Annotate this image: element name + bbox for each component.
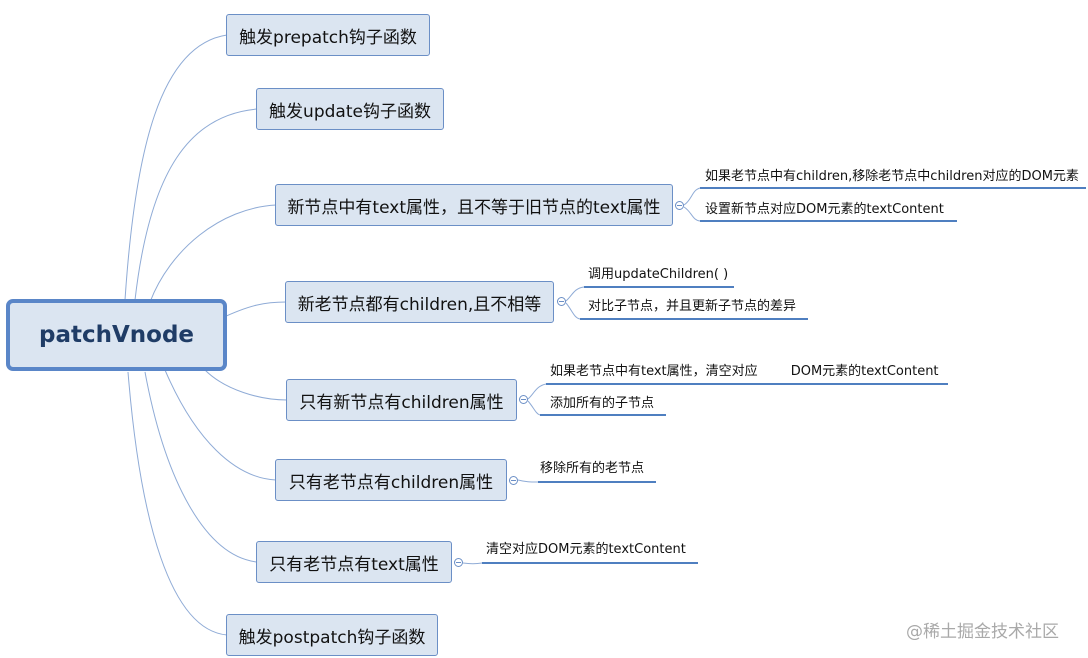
leaf-text: 清空对应DOM元素的textContent <box>486 542 686 557</box>
branch-label: 新节点中有text属性，且不等于旧节点的text属性 <box>287 197 661 218</box>
connector-leaf-7-1 <box>462 562 483 565</box>
connector-branch-7 <box>144 371 258 563</box>
branch-label: 新老节点都有children,且不相等 <box>297 294 542 315</box>
connector-leaf-3-2 <box>683 206 701 222</box>
collapse-toggle-icon[interactable] <box>519 395 528 404</box>
branch-label: 只有老节点有text属性 <box>269 554 439 575</box>
connector-branch-5 <box>204 369 288 401</box>
connector-leaf-6-1 <box>517 479 539 483</box>
branch-node-old-text[interactable]: 只有老节点有text属性 <box>256 541 452 583</box>
branch-label: 触发update钩子函数 <box>269 101 431 122</box>
leaf-text: 设置新节点对应DOM元素的textContent <box>705 202 944 217</box>
branch-label: 只有新节点有children属性 <box>299 392 504 413</box>
leaf-text: 对比子节点，并且更新子节点的差异 <box>588 299 797 314</box>
leaf-text: 如果老节点中有text属性，清空对应 DOM元素的textContent <box>550 364 939 379</box>
branch-node-postpatch[interactable]: 触发postpatch钩子函数 <box>226 614 438 656</box>
branch-label: 触发prepatch钩子函数 <box>239 27 417 48</box>
connector-branch-8 <box>127 371 228 636</box>
branch-node-text-diff[interactable]: 新节点中有text属性，且不等于旧节点的text属性 <box>275 184 673 226</box>
root-label: patchVnode <box>38 322 195 348</box>
leaf-text: 添加所有的子节点 <box>550 396 655 411</box>
collapse-toggle-icon[interactable] <box>675 201 684 210</box>
connector-leaf-4-1 <box>565 286 585 302</box>
root-node[interactable]: patchVnode <box>6 299 227 371</box>
connector-leaf-5-2 <box>527 400 541 416</box>
leaf-text: 如果老节点中有children,移除老节点中children对应的DOM元素 <box>705 169 1079 184</box>
connector-branch-1 <box>124 34 228 301</box>
branch-label: 触发postpatch钩子函数 <box>238 627 426 648</box>
collapse-toggle-icon[interactable] <box>557 297 566 306</box>
branch-node-both-children[interactable]: 新老节点都有children,且不相等 <box>285 281 554 323</box>
connector-branch-3 <box>149 204 277 303</box>
connector-branch-2 <box>134 108 258 301</box>
connector-leaf-4-2 <box>565 302 581 320</box>
leaf-text: 移除所有的老节点 <box>540 461 645 476</box>
collapse-toggle-icon[interactable] <box>454 558 463 567</box>
connector-branch-6 <box>164 369 277 481</box>
branch-node-new-children[interactable]: 只有新节点有children属性 <box>286 379 517 421</box>
branch-label: 只有老节点有children属性 <box>288 472 494 493</box>
connector-leaf-3-1 <box>683 187 701 206</box>
watermark: @稀土掘金技术社区 <box>906 622 1059 642</box>
connector-branch-4 <box>221 301 287 319</box>
collapse-toggle-icon[interactable] <box>509 476 518 485</box>
connector-leaf-5-1 <box>527 383 547 400</box>
branch-node-old-children[interactable]: 只有老节点有children属性 <box>275 459 507 501</box>
leaf-text: 调用updateChildren( ) <box>588 267 729 282</box>
branch-node-update[interactable]: 触发update钩子函数 <box>256 88 444 130</box>
branch-node-prepatch[interactable]: 触发prepatch钩子函数 <box>226 14 430 56</box>
